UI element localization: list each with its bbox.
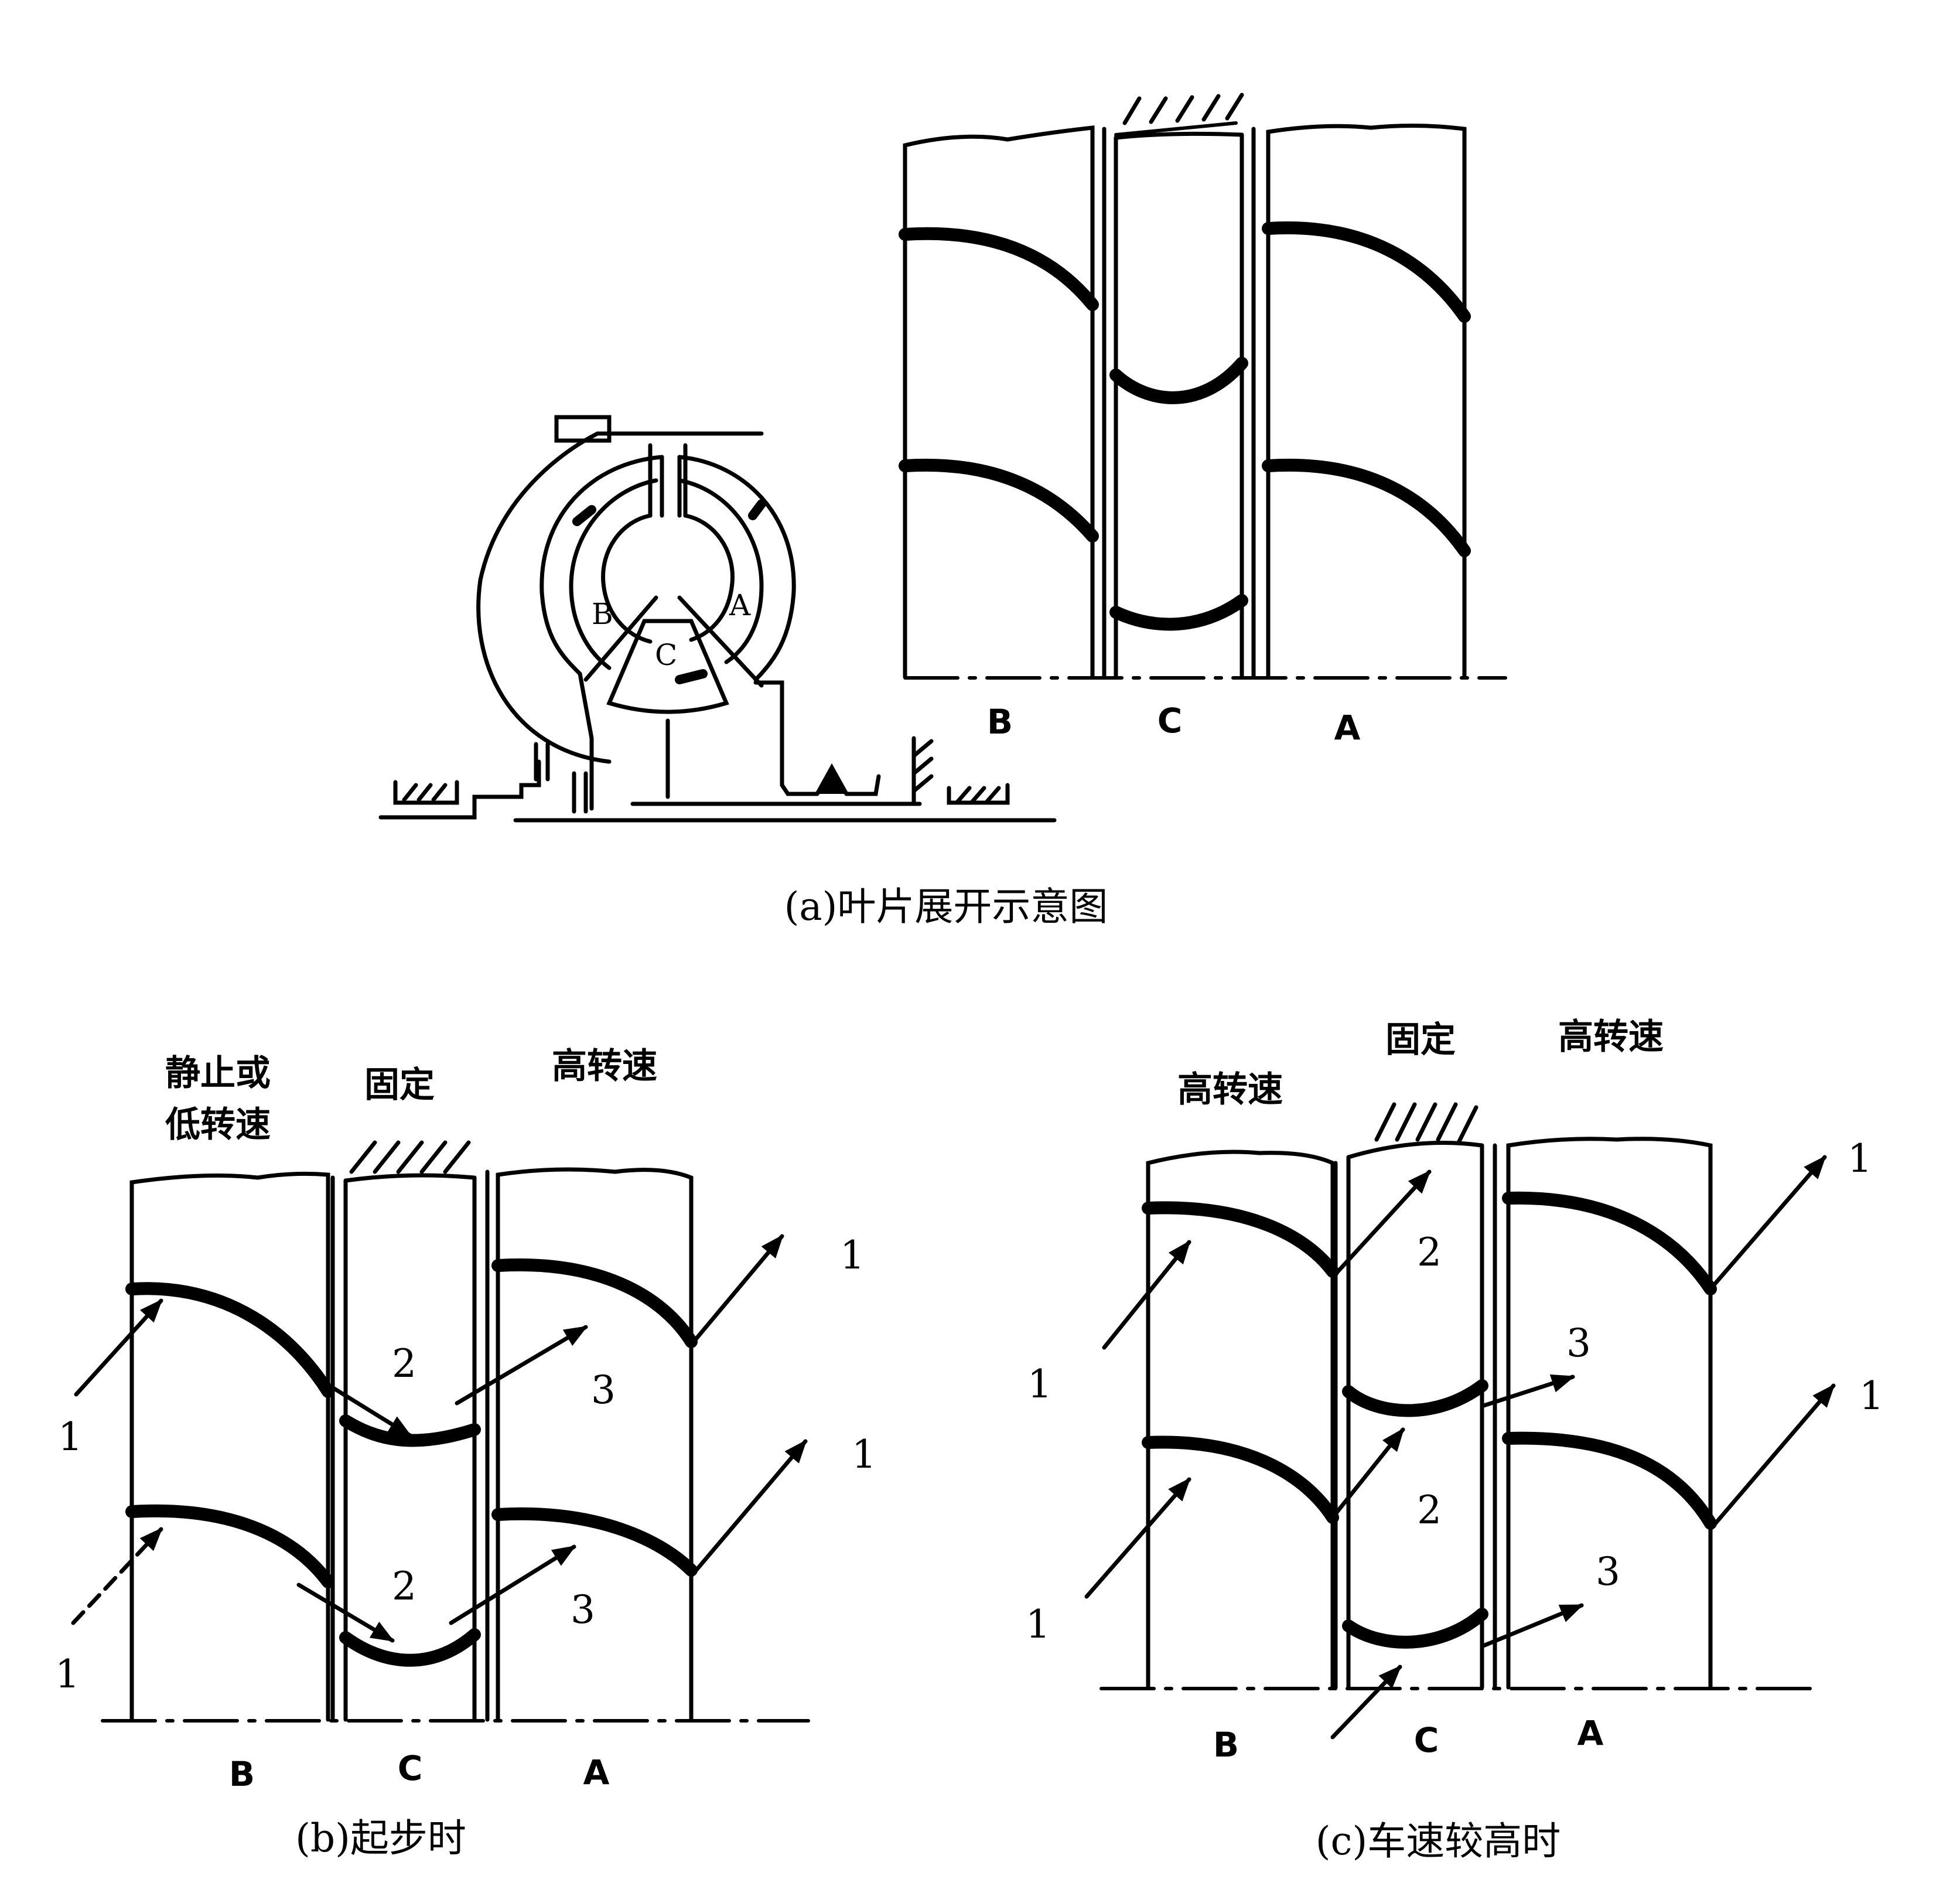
panel-a: B A C B xyxy=(378,93,1507,929)
panel-b-column-label-b: B xyxy=(229,1754,255,1794)
panel-c: 高转速 固定 高转速 1 1 1 xyxy=(1026,1017,1884,1864)
ring-label-a: A xyxy=(729,588,751,622)
panel-c-state-b: 高转速 xyxy=(1177,1069,1283,1110)
panel-a-caption: (a)叶片展开示意图 xyxy=(784,884,1108,929)
unrolled-blades-a xyxy=(899,93,1507,680)
panel-b-flow-1-left-upper: 1 xyxy=(58,1414,83,1459)
panel-b-flow-1-right-upper: 1 xyxy=(840,1233,865,1278)
panel-b-state-c: 固定 xyxy=(364,1065,435,1106)
ring-label-c: C xyxy=(655,638,677,672)
panel-c-flow-1-left-upper: 1 xyxy=(1027,1362,1052,1407)
panel-c-flow-1-right-upper: 1 xyxy=(1848,1136,1872,1181)
panel-c-flow-2-upper: 2 xyxy=(1417,1230,1442,1275)
panel-b-flow-2-lower: 2 xyxy=(392,1564,416,1609)
panel-b-flow-3-upper: 3 xyxy=(591,1367,616,1413)
column-label-c: C xyxy=(1157,701,1183,741)
panel-b-caption: (b)起步时 xyxy=(295,1816,466,1861)
panel-c-flow-2-lower: 2 xyxy=(1417,1488,1442,1533)
ring-label-b: B xyxy=(592,597,613,631)
panel-b-flow-1-right-lower: 1 xyxy=(852,1432,876,1477)
panel-c-flow-3-upper: 3 xyxy=(1566,1321,1591,1366)
panel-c-column-label-a: A xyxy=(1577,1713,1604,1753)
panel-b-flow-2-upper: 2 xyxy=(392,1341,416,1386)
panel-c-flow-1-right-lower: 1 xyxy=(1859,1373,1884,1418)
panel-c-flow-1-left-lower: 1 xyxy=(1026,1602,1050,1647)
panel-b-state-b-line2: 低转速 xyxy=(165,1104,271,1145)
panel-c-column-label-c: C xyxy=(1414,1720,1439,1760)
panel-c-column-label-b: B xyxy=(1213,1725,1239,1765)
panel-c-flow-3-lower: 3 xyxy=(1596,1549,1620,1594)
panel-c-state-c: 固定 xyxy=(1385,1019,1456,1060)
panel-b-column-label-a: A xyxy=(583,1752,610,1792)
panel-b-state-a: 高转速 xyxy=(552,1046,657,1087)
column-label-b: B xyxy=(987,702,1013,742)
panel-c-state-a: 高转速 xyxy=(1558,1017,1664,1058)
panel-b-state-b-line1: 静止或 xyxy=(165,1053,271,1094)
panel-b-flow-1-left-lower: 1 xyxy=(55,1652,80,1697)
converter-cross-section xyxy=(378,415,1057,823)
panel-c-caption: (c)车速较高时 xyxy=(1316,1819,1561,1864)
panel-b-column-label-c: C xyxy=(398,1748,423,1788)
column-label-a: A xyxy=(1334,708,1361,748)
panel-b: 静止或 低转速 固定 高转速 1 1 xyxy=(55,1046,876,1861)
panel-b-flow-3-lower: 3 xyxy=(571,1587,595,1632)
